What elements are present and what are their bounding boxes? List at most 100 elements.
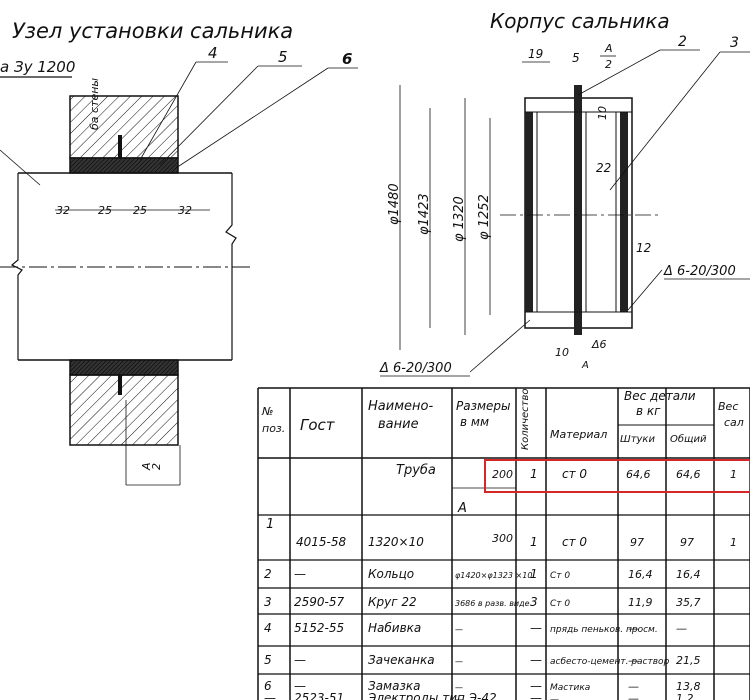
upper-gland-packing xyxy=(69,157,179,174)
hdr-size-2: в мм xyxy=(460,415,489,429)
hdr-pos-n: № xyxy=(261,405,273,418)
right-housing-view: Корпус сальника φ1480 φ1423 φ 1320 φ 125… xyxy=(379,9,750,377)
row-name-4: Набивка xyxy=(368,621,421,635)
row-wunit-7: — xyxy=(628,692,639,700)
hdr-qty: Количество xyxy=(520,388,531,450)
dim-phi1320: φ 1320 xyxy=(452,196,467,242)
row-name-6: Замазка xyxy=(368,679,420,693)
row-size-a-3: 3686 в разв. виде xyxy=(455,599,530,608)
row-mat-2: Ст 0 xyxy=(550,571,570,581)
dim-19: 19 xyxy=(528,47,543,61)
row-wtotal-3: 35,7 xyxy=(676,596,701,609)
left-title: Узел установки сальника xyxy=(12,19,293,43)
row-qty-3: 3 xyxy=(530,595,538,609)
row-wgland-1b: 1 xyxy=(730,536,737,549)
hdr-material: Материал xyxy=(550,428,607,441)
row-mat-7: — xyxy=(550,695,559,700)
row-qty-6: — xyxy=(530,679,542,693)
row-wtotal-1: 64,6 xyxy=(676,468,701,481)
ring-middle xyxy=(574,85,582,335)
dim-12: 12 xyxy=(636,241,651,255)
row-wtotal-4: — xyxy=(676,622,687,635)
lower-wall-section xyxy=(69,374,179,446)
row-gost-6: — xyxy=(294,679,306,693)
dim-phi1423: φ1423 xyxy=(417,193,432,235)
callout-4-leader xyxy=(139,61,197,161)
dim-10b: 10 xyxy=(555,346,569,359)
row-size-a-1: А xyxy=(457,501,467,516)
mark-a-den: 2 xyxy=(150,463,163,470)
row-qty-1: 1 xyxy=(530,467,538,481)
row-gost-4: 5152-55 xyxy=(294,621,344,635)
lower-gland-packing xyxy=(69,359,179,376)
row-gost-3: 2590-57 xyxy=(294,595,345,609)
row-gost-7: 2523-51 xyxy=(294,691,344,700)
row-mat-3: Ст 0 xyxy=(550,599,570,609)
callout-5: 5 xyxy=(278,48,288,66)
row-wtotal-5: 21,5 xyxy=(676,654,701,667)
row-wunit-2: 16,4 xyxy=(628,568,653,581)
row-wtotal-1b: 97 xyxy=(680,536,694,549)
row-wunit-1: 64,6 xyxy=(626,468,651,481)
row-pos-6: 6 xyxy=(264,679,272,693)
weld-note-right: Δ 6-20/300 xyxy=(663,264,736,279)
highlight-box xyxy=(484,459,750,493)
upper-wall-section xyxy=(69,95,179,159)
row-wtotal-7: 1,2 xyxy=(676,692,694,700)
callout-2: 2 xyxy=(678,34,687,50)
dim-32a: 32 xyxy=(56,204,70,217)
hdr-w-unit: Штуки xyxy=(620,434,655,445)
row-size-a-5: — xyxy=(455,657,463,666)
dim-10: 10 xyxy=(596,106,609,120)
pipe-break-right xyxy=(225,173,237,360)
row-size-a-6: — xyxy=(455,683,463,692)
pipe-break-left xyxy=(10,173,23,360)
row-size-a-4: — xyxy=(455,625,463,634)
hdr-gland-1: Вес xyxy=(718,400,738,413)
row-qty-7: — xyxy=(530,691,542,700)
row-gost-2: — xyxy=(294,567,306,581)
hdr-weight-2: в кг xyxy=(636,404,661,418)
hdr-gost: Гост xyxy=(300,416,336,434)
dim-a-bottom: А xyxy=(581,360,589,371)
row-name-2: Кольцо xyxy=(368,567,414,581)
dim-25a: 25 xyxy=(98,204,112,217)
row-name-3: Круг 22 xyxy=(368,595,417,609)
wall-label: ба стены xyxy=(88,78,101,130)
row-gost-5: — xyxy=(294,653,306,667)
row-size-a-7: — xyxy=(455,695,463,700)
row-qty-4: — xyxy=(530,621,542,635)
hdr-name-1: Наимено- xyxy=(368,399,433,414)
hdr-weight-1: Вес детали xyxy=(624,389,696,403)
row-pos-5: 5 xyxy=(264,653,272,667)
row-name-7: Электроды тип Э-42 xyxy=(367,691,497,700)
row-wtotal-6: 13,8 xyxy=(676,680,701,693)
dim-phi1252: φ 1252 xyxy=(477,194,492,240)
row-size-a-2: φ1420×φ1323 ×10 xyxy=(455,571,532,580)
row-name-1: Труба xyxy=(396,463,436,478)
row-mat-1b: ст 0 xyxy=(562,535,587,549)
row-pos-4: 4 xyxy=(264,621,272,635)
row-wunit-6: — xyxy=(628,680,639,693)
dim-phi1480: φ1480 xyxy=(387,183,402,225)
callout-5-leader xyxy=(159,65,259,166)
row-qty-2: 1 xyxy=(530,567,538,581)
row-wgland-1: 1 xyxy=(730,468,737,481)
hdr-w-total: Общий xyxy=(670,433,707,445)
row-name-1b: 1320×10 xyxy=(368,535,424,549)
dim-25b: 25 xyxy=(133,204,147,217)
row-mat-5: асбесто-цемент. раствор xyxy=(550,657,670,667)
weld-note-left: Δ 6-20/300 xyxy=(379,361,452,376)
ring-right xyxy=(620,112,628,312)
right-title: Корпус сальника xyxy=(490,9,670,33)
row-wunit-4: — xyxy=(628,622,639,635)
callout-6-leader xyxy=(175,67,329,169)
row-name-5: Зачеканка xyxy=(368,653,435,667)
dim-5: 5 xyxy=(572,51,580,65)
hdr-size-1: Размеры xyxy=(456,399,511,413)
left-assembly-view: Узел установки сальника а Зу 1200 ба сте… xyxy=(0,19,358,486)
hdr-gland-2: сал xyxy=(724,416,744,429)
row-pos-3: 3 xyxy=(264,595,272,609)
row-pos-7: — xyxy=(264,691,276,700)
